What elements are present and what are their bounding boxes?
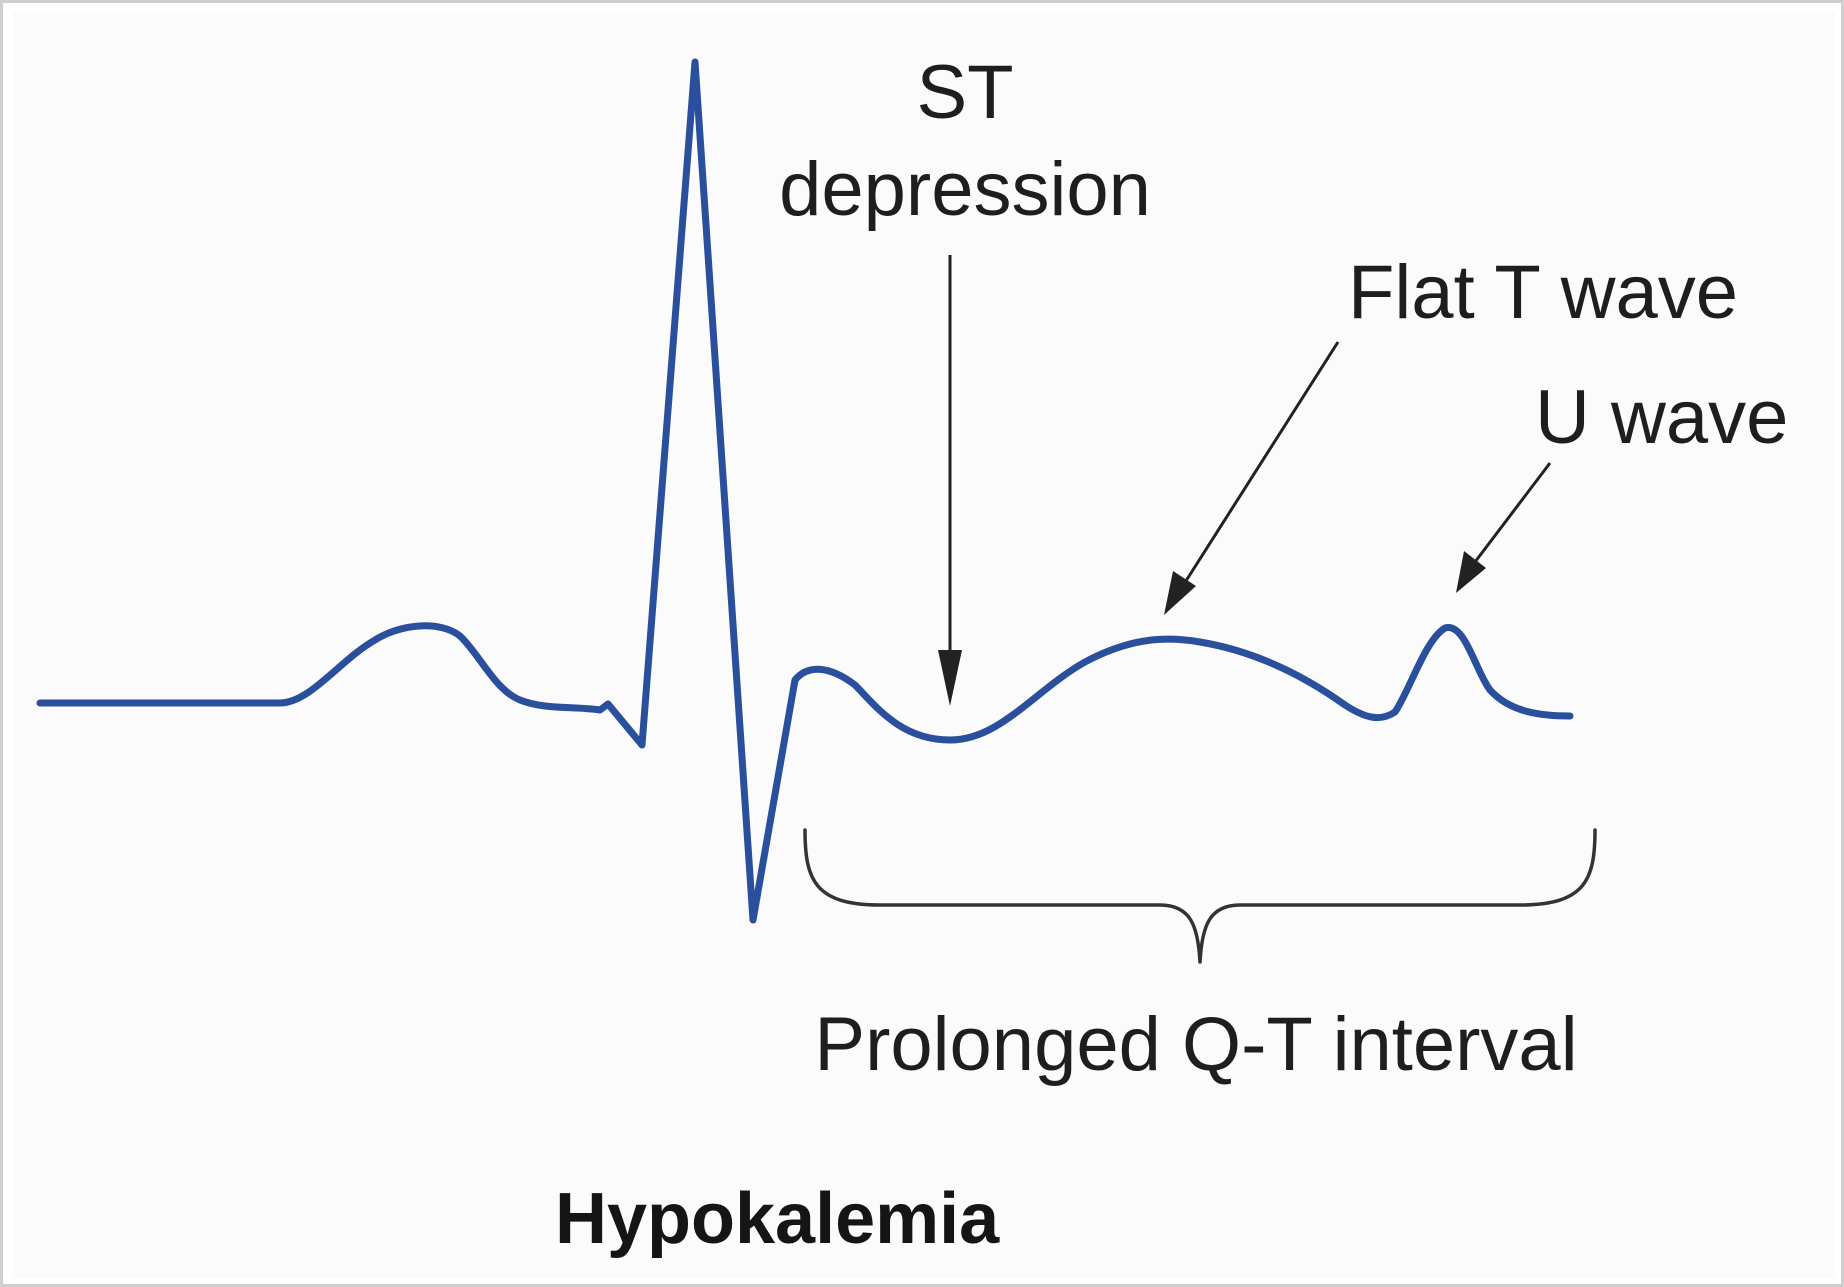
u-wave-pointer: [1473, 462, 1552, 563]
flat-t-wave-label: Flat T wave: [1348, 250, 1738, 335]
interval-label: Prolonged Q-T interval: [814, 1002, 1577, 1087]
diagram-title: Hypokalemia: [555, 1179, 1000, 1259]
u-wave-label: U wave: [1535, 375, 1788, 460]
st-depression-label-line2: depression: [779, 147, 1151, 232]
flat-t-wave-pointer: [1182, 341, 1340, 585]
flat-t-wave-arrowhead: [1164, 571, 1196, 615]
st-depression-arrowhead: [938, 650, 962, 706]
figure-background: [13, 13, 1835, 1278]
u-wave-arrowhead: [1456, 551, 1486, 593]
ecg-trace: [36, 58, 1574, 924]
st-depression-label-line1: ST: [916, 50, 1013, 135]
qt-interval-brace: [803, 828, 1597, 964]
